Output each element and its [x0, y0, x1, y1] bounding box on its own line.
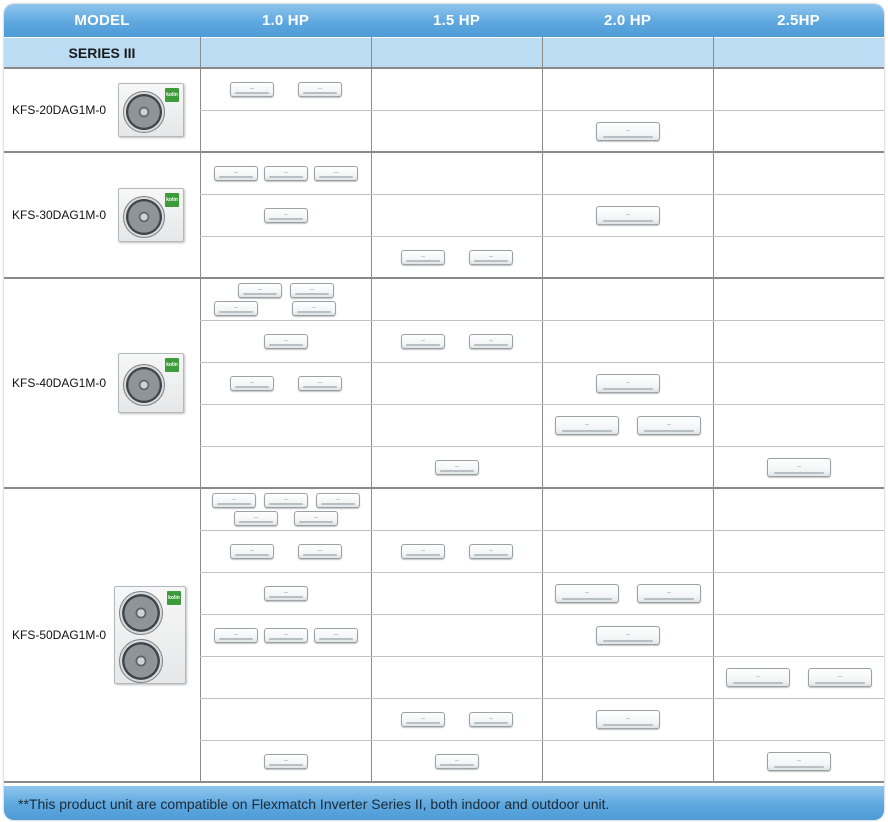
indoor-unit-icon: [726, 668, 790, 687]
fan-icon: [123, 364, 165, 406]
indoor-unit-icon: [230, 82, 274, 97]
indoor-unit-icon: [314, 628, 358, 643]
outdoor-unit-icon: kolin: [118, 83, 184, 137]
indoor-unit-icon: [264, 334, 308, 349]
fan-icon: [123, 196, 165, 238]
indoor-unit-icon: [214, 628, 258, 643]
indoor-unit-icon: [264, 208, 308, 223]
indoor-unit-icon: [298, 376, 342, 391]
indoor-unit-icon: [238, 283, 282, 298]
indoor-unit-icon: [596, 710, 660, 729]
row-divider: [200, 446, 884, 447]
model-name: KFS-50DAG1M-0: [12, 628, 107, 642]
indoor-unit-icon: [637, 416, 701, 435]
header-cell-hp-2-5: 2.5HP: [777, 12, 820, 29]
header-cell-model: MODEL: [74, 12, 130, 29]
fan-icon: [119, 591, 163, 635]
indoor-unit-icon: [214, 166, 258, 181]
fan-icon: [119, 639, 163, 683]
indoor-unit-icon: [596, 122, 660, 141]
row-divider: [200, 530, 884, 531]
row-divider-major: [4, 277, 884, 279]
indoor-unit-icon: [596, 626, 660, 645]
indoor-unit-icon: [435, 754, 479, 769]
indoor-unit-icon: [298, 82, 342, 97]
model-name: KFS-30DAG1M-0: [12, 208, 107, 222]
row-divider: [200, 740, 884, 741]
indoor-unit-icon: [808, 668, 872, 687]
table-header: MODEL 1.0 HP 1.5 HP 2.0 HP 2.5HP: [4, 4, 884, 37]
indoor-unit-icon: [214, 301, 258, 316]
indoor-unit-icon: [234, 511, 278, 526]
indoor-unit-icon: [767, 752, 831, 771]
indoor-unit-icon: [767, 458, 831, 477]
outdoor-unit-icon: kolin: [118, 188, 184, 242]
series-row: [4, 38, 884, 68]
row-divider: [200, 236, 884, 237]
row-divider: [200, 404, 884, 405]
column-divider: [200, 37, 201, 782]
row-divider-major: [4, 67, 884, 69]
indoor-unit-icon: [230, 544, 274, 559]
row-divider: [200, 698, 884, 699]
kolin-logo-badge: kolin: [167, 591, 181, 605]
footer-note: **This product unit are compatible on Fl…: [18, 796, 610, 812]
header-cell-hp-1-5: 1.5 HP: [432, 12, 481, 29]
indoor-unit-icon: [264, 628, 308, 643]
row-divider: [200, 614, 884, 615]
indoor-unit-icon: [290, 283, 334, 298]
footer-bar: **This product unit are compatible on Fl…: [4, 786, 884, 820]
header-cell-hp-1-0: 1.0 HP: [261, 12, 310, 29]
indoor-unit-icon: [264, 166, 308, 181]
row-divider-major: [4, 151, 884, 153]
indoor-unit-icon: [469, 334, 513, 349]
series-label: SERIES III: [68, 45, 136, 61]
indoor-unit-icon: [401, 334, 445, 349]
outdoor-unit-icon: kolin: [118, 353, 184, 413]
column-divider: [542, 37, 543, 782]
indoor-unit-icon: [469, 544, 513, 559]
row-divider: [200, 110, 884, 111]
outdoor-unit-icon: kolin: [114, 586, 186, 684]
indoor-unit-icon: [596, 206, 660, 225]
indoor-unit-icon: [435, 460, 479, 475]
indoor-unit-icon: [596, 374, 660, 393]
indoor-unit-icon: [264, 586, 308, 601]
column-divider: [713, 37, 714, 782]
kolin-logo-badge: kolin: [165, 88, 179, 102]
indoor-unit-icon: [316, 493, 360, 508]
column-divider: [371, 37, 372, 782]
kolin-logo-badge: kolin: [165, 358, 179, 372]
row-divider: [200, 656, 884, 657]
indoor-unit-icon: [555, 584, 619, 603]
indoor-unit-icon: [230, 376, 274, 391]
row-divider: [200, 194, 884, 195]
model-name: KFS-20DAG1M-0: [12, 103, 107, 117]
indoor-unit-icon: [314, 166, 358, 181]
header-cell-hp-2-0: 2.0 HP: [603, 12, 652, 29]
indoor-unit-icon: [212, 493, 256, 508]
indoor-unit-icon: [264, 754, 308, 769]
fan-icon: [123, 91, 165, 133]
kolin-logo-badge: kolin: [165, 193, 179, 207]
row-divider: [200, 320, 884, 321]
row-divider: [200, 572, 884, 573]
model-name: KFS-40DAG1M-0: [12, 376, 107, 390]
indoor-unit-icon: [469, 712, 513, 727]
row-divider: [200, 362, 884, 363]
indoor-unit-icon: [555, 416, 619, 435]
indoor-unit-icon: [292, 301, 336, 316]
indoor-unit-icon: [401, 250, 445, 265]
indoor-unit-icon: [401, 712, 445, 727]
indoor-unit-icon: [401, 544, 445, 559]
row-divider-major: [4, 781, 884, 783]
indoor-unit-icon: [264, 493, 308, 508]
row-divider-major: [4, 487, 884, 489]
indoor-unit-icon: [298, 544, 342, 559]
indoor-unit-icon: [294, 511, 338, 526]
indoor-unit-icon: [469, 250, 513, 265]
indoor-unit-icon: [637, 584, 701, 603]
